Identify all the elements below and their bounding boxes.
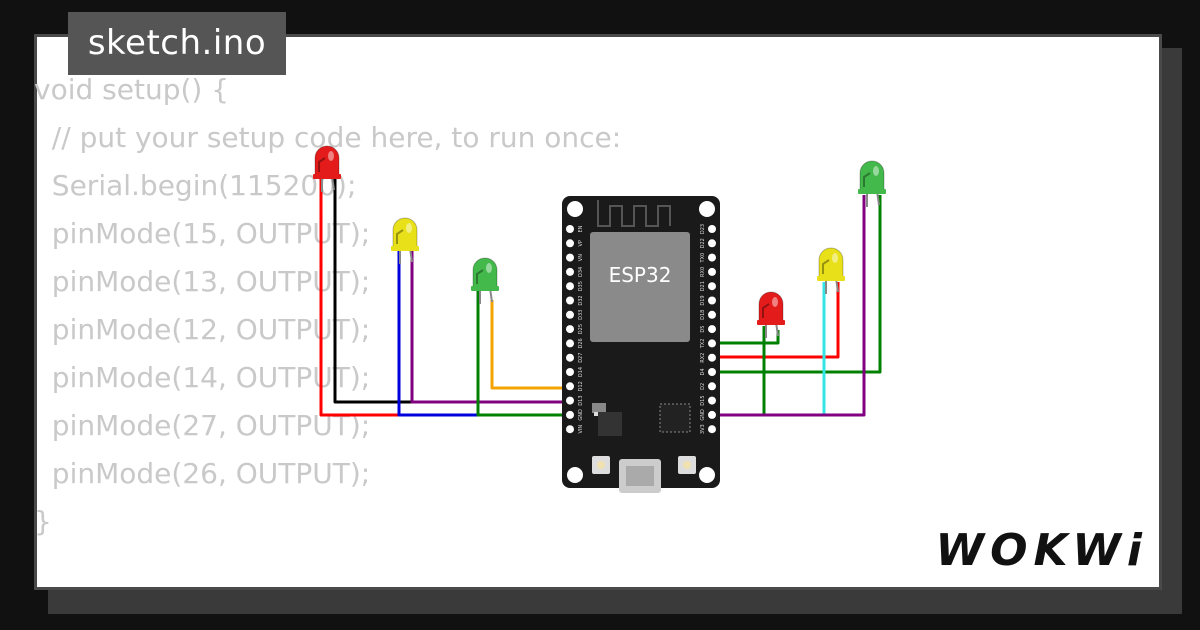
pin-d2[interactable] [708,382,716,391]
led-red-right[interactable] [757,291,785,338]
pin-vn[interactable] [566,253,574,262]
pin-rx0[interactable] [708,267,716,276]
pin-en[interactable] [566,225,574,233]
wire-purple-right[interactable] [700,195,866,417]
pin-d19[interactable] [708,296,716,305]
pin-label: VIN [578,425,584,434]
pin-label: D22 [700,238,706,248]
pin-label: D26 [578,338,584,348]
pin-gnd[interactable] [566,410,574,419]
pin-d25[interactable] [566,325,574,334]
pin-d21[interactable] [708,282,716,291]
chip-label: ESP32 [609,263,672,287]
pin-label: D12 [578,381,584,391]
pin-label: D15 [700,395,706,405]
file-tab[interactable]: sketch.ino [68,12,286,75]
code-line: pinMode(13, OUTPUT); [34,265,371,298]
pin-label: D13 [578,395,584,405]
code-line: } [34,505,52,538]
pin-d22[interactable] [708,239,716,248]
pin-label: D14 [578,367,584,377]
pin-label: RX0 [700,267,706,277]
wire-green-mid[interactable] [476,290,570,417]
pin-d32[interactable] [566,296,574,305]
code-line: // put your setup code here, to run once… [34,121,622,154]
pin-label: D19 [700,295,706,305]
pin-gnd[interactable] [708,410,716,419]
pin-label: D34 [578,267,584,277]
led-green-right[interactable] [858,160,886,207]
pin-d34[interactable] [566,267,574,276]
pin-label: D25 [578,324,584,334]
pin-label: RX2 [700,353,706,363]
pin-rx2[interactable] [708,353,716,362]
pin-3v3[interactable] [708,425,716,434]
pin-label: D21 [700,281,706,291]
pin-d33[interactable] [566,310,574,319]
pin-d4[interactable] [708,368,716,376]
pin-tx2[interactable] [708,339,716,348]
code-line: Serial.begin(115200); [34,169,357,202]
wokwi-logo: WOKWi [935,525,1148,576]
pin-label: GND [700,409,706,421]
led-yellow-right[interactable] [817,247,845,294]
wire-black[interactable] [333,178,570,404]
pin-d35[interactable] [566,282,574,291]
code-line: pinMode(26, OUTPUT); [34,457,371,490]
pin-label: VP [578,240,584,246]
pin-d27[interactable] [566,353,574,362]
pin-label: D35 [578,281,584,291]
esp32-chip [590,232,690,342]
pin-vp[interactable] [566,239,574,248]
pin-vin[interactable] [566,425,574,434]
code-line: pinMode(15, OUTPUT); [34,217,371,250]
wire-red-left[interactable] [319,178,570,417]
led-layer [313,145,886,338]
code-line: void setup() { [34,73,230,106]
pin-label: D5 [700,326,706,333]
pin-d15[interactable] [708,396,716,405]
pin-d14[interactable] [566,368,574,376]
pin-label: 3V3 [700,424,706,434]
pin-label: D33 [578,310,584,320]
led-yellow-left[interactable] [391,217,419,264]
pin-label: D18 [700,310,706,320]
pin-label: TX2 [700,339,706,350]
pin-d23[interactable] [708,225,716,233]
esp32-board[interactable]: ESP32 ENVPVND34D35D32D33D25D26D27D14D12D… [562,196,720,493]
pin-label: EN [578,225,584,232]
led-red-left[interactable] [313,145,341,192]
code-preview: void setup() { // put your setup code he… [34,66,621,546]
pin-label: VN [578,254,584,261]
pin-d13[interactable] [566,396,574,405]
code-line: pinMode(27, OUTPUT); [34,409,371,442]
pin-label: D32 [578,295,584,305]
pin-label: D4 [700,368,706,375]
pin-label: D23 [700,224,706,234]
pin-d5[interactable] [708,325,716,334]
pin-tx0[interactable] [708,253,716,262]
pin-d12[interactable] [566,382,574,391]
code-line: pinMode(12, OUTPUT); [34,313,371,346]
pin-label: D2 [700,383,706,390]
pin-d26[interactable] [566,339,574,348]
code-line: pinMode(14, OUTPUT); [34,361,371,394]
wire-orange[interactable] [490,300,570,390]
pin-label: D27 [578,353,584,363]
pin-label: TX0 [700,253,706,264]
led-green-mid[interactable] [471,257,499,304]
pin-d18[interactable] [708,310,716,319]
wire-purple-left[interactable] [410,250,570,404]
pin-label: GND [578,409,584,421]
